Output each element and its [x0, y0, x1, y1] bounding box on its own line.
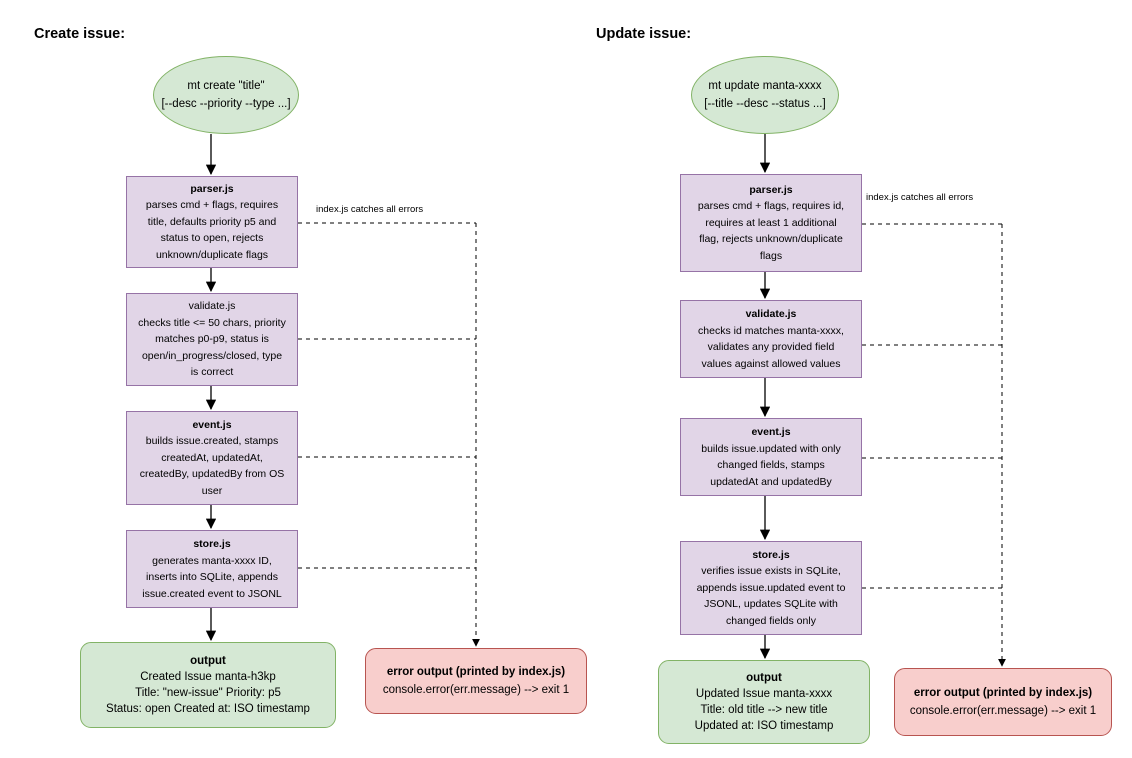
create-parser-line: title, defaults priority p5 and	[147, 215, 277, 228]
create-output-title: output	[190, 655, 226, 667]
create-event-title: event.js	[192, 418, 232, 431]
create-parser-line: status to open, rejects	[160, 232, 264, 245]
update-event-line: changed fields, stamps	[717, 459, 825, 471]
create-error-title: error output (printed by index.js)	[386, 666, 566, 678]
create-output-line: Title: "new-issue" Priority: p5	[135, 687, 281, 699]
create-validate-line: matches p0-p9, status is	[155, 333, 269, 346]
update-start-command: mt update manta-xxxx	[708, 80, 822, 92]
create-validate-line: is correct	[190, 366, 234, 379]
update-start-flags: [--title --desc --status ...]	[704, 98, 826, 110]
update-output-line: Updated at: ISO timestamp	[694, 720, 834, 732]
create-parser-line: parses cmd + flags, requires	[145, 199, 279, 212]
create-validate-line: checks title <= 50 chars, priority	[138, 316, 286, 329]
create-error-output-node: error output (printed by index.js) conso…	[365, 648, 587, 714]
update-start-node: mt update manta-xxxx [--title --desc --s…	[691, 56, 839, 134]
create-start-command: mt create "title"	[187, 80, 265, 92]
create-event-line: user	[201, 484, 223, 497]
update-event-line: builds issue.updated with only	[701, 442, 841, 455]
create-store-line: inserts into SQLite, appends	[146, 571, 278, 583]
update-store-node: store.js verifies issue exists in SQLite…	[680, 541, 862, 635]
update-validate-line: checks id matches manta-xxxx,	[698, 324, 844, 337]
update-error-title: error output (printed by index.js)	[913, 687, 1093, 699]
update-store-line: JSONL, updates SQLite with	[704, 598, 838, 611]
create-parser-node: parser.js parses cmd + flags, requires t…	[126, 176, 298, 268]
update-event-title: event.js	[751, 426, 791, 438]
create-validate-title: validate.js	[188, 300, 236, 313]
create-validate-line: open/in_progress/closed, type	[141, 349, 283, 362]
update-output-node: output Updated Issue manta-xxxx Title: o…	[658, 660, 870, 744]
update-parser-line: parses cmd + flags, requires id,	[697, 200, 845, 213]
update-output-line: Updated Issue manta-xxxx	[695, 688, 833, 700]
update-parser-line: requires at least 1 additional	[705, 216, 837, 229]
update-store-line: changed fields only	[726, 614, 816, 627]
update-store-line: verifies issue exists in SQLite,	[701, 565, 841, 578]
create-parser-title: parser.js	[190, 182, 234, 195]
create-store-line: issue.created event to JSONL	[142, 587, 282, 600]
create-parser-line: unknown/duplicate flags	[155, 248, 269, 261]
create-event-line: builds issue.created, stamps	[145, 435, 279, 448]
create-start-node: mt create "title" [--desc --priority --t…	[153, 56, 299, 134]
update-issue-heading: Update issue:	[596, 26, 692, 42]
create-event-line: createdAt, updatedAt,	[161, 451, 263, 464]
create-store-node: store.js generates manta-xxxx ID, insert…	[126, 530, 298, 608]
update-event-line: updatedAt and updatedBy	[710, 475, 832, 488]
create-issue-heading: Create issue:	[34, 26, 126, 42]
create-start-flags: [--desc --priority --type ...]	[161, 98, 291, 110]
create-error-line: console.error(err.message) --> exit 1	[382, 684, 570, 696]
update-validate-line: values against allowed values	[701, 357, 841, 370]
update-parser-title: parser.js	[749, 183, 793, 196]
update-validate-line: validates any provided field	[707, 341, 835, 353]
update-store-title: store.js	[752, 548, 790, 561]
update-event-node: event.js builds issue.updated with only …	[680, 418, 862, 496]
update-error-output-node: error output (printed by index.js) conso…	[894, 668, 1112, 736]
update-parser-line: flag, rejects unknown/duplicate	[699, 233, 843, 246]
create-validate-node: validate.js checks title <= 50 chars, pr…	[126, 293, 298, 386]
create-output-node: output Created Issue manta-h3kp Title: "…	[80, 642, 336, 728]
update-error-note: index.js catches all errors	[866, 192, 974, 203]
update-output-title: output	[746, 672, 782, 684]
create-output-line: Status: open Created at: ISO timestamp	[106, 703, 310, 715]
create-output-line: Created Issue manta-h3kp	[140, 671, 276, 683]
create-store-title: store.js	[193, 538, 231, 550]
update-validate-title: validate.js	[745, 308, 797, 320]
update-output-line: Title: old title --> new title	[700, 704, 828, 716]
update-parser-node: parser.js parses cmd + flags, requires i…	[680, 174, 862, 272]
create-event-line: createdBy, updatedBy from OS	[139, 468, 285, 481]
update-store-line: appends issue.updated event to	[696, 581, 846, 594]
create-event-node: event.js builds issue.created, stamps cr…	[126, 411, 298, 505]
create-error-note: index.js catches all errors	[316, 204, 424, 215]
create-store-line: generates manta-xxxx ID,	[152, 554, 272, 567]
update-validate-node: validate.js checks id matches manta-xxxx…	[680, 300, 862, 378]
update-error-line: console.error(err.message) --> exit 1	[909, 705, 1097, 717]
update-parser-line: flags	[759, 249, 783, 262]
